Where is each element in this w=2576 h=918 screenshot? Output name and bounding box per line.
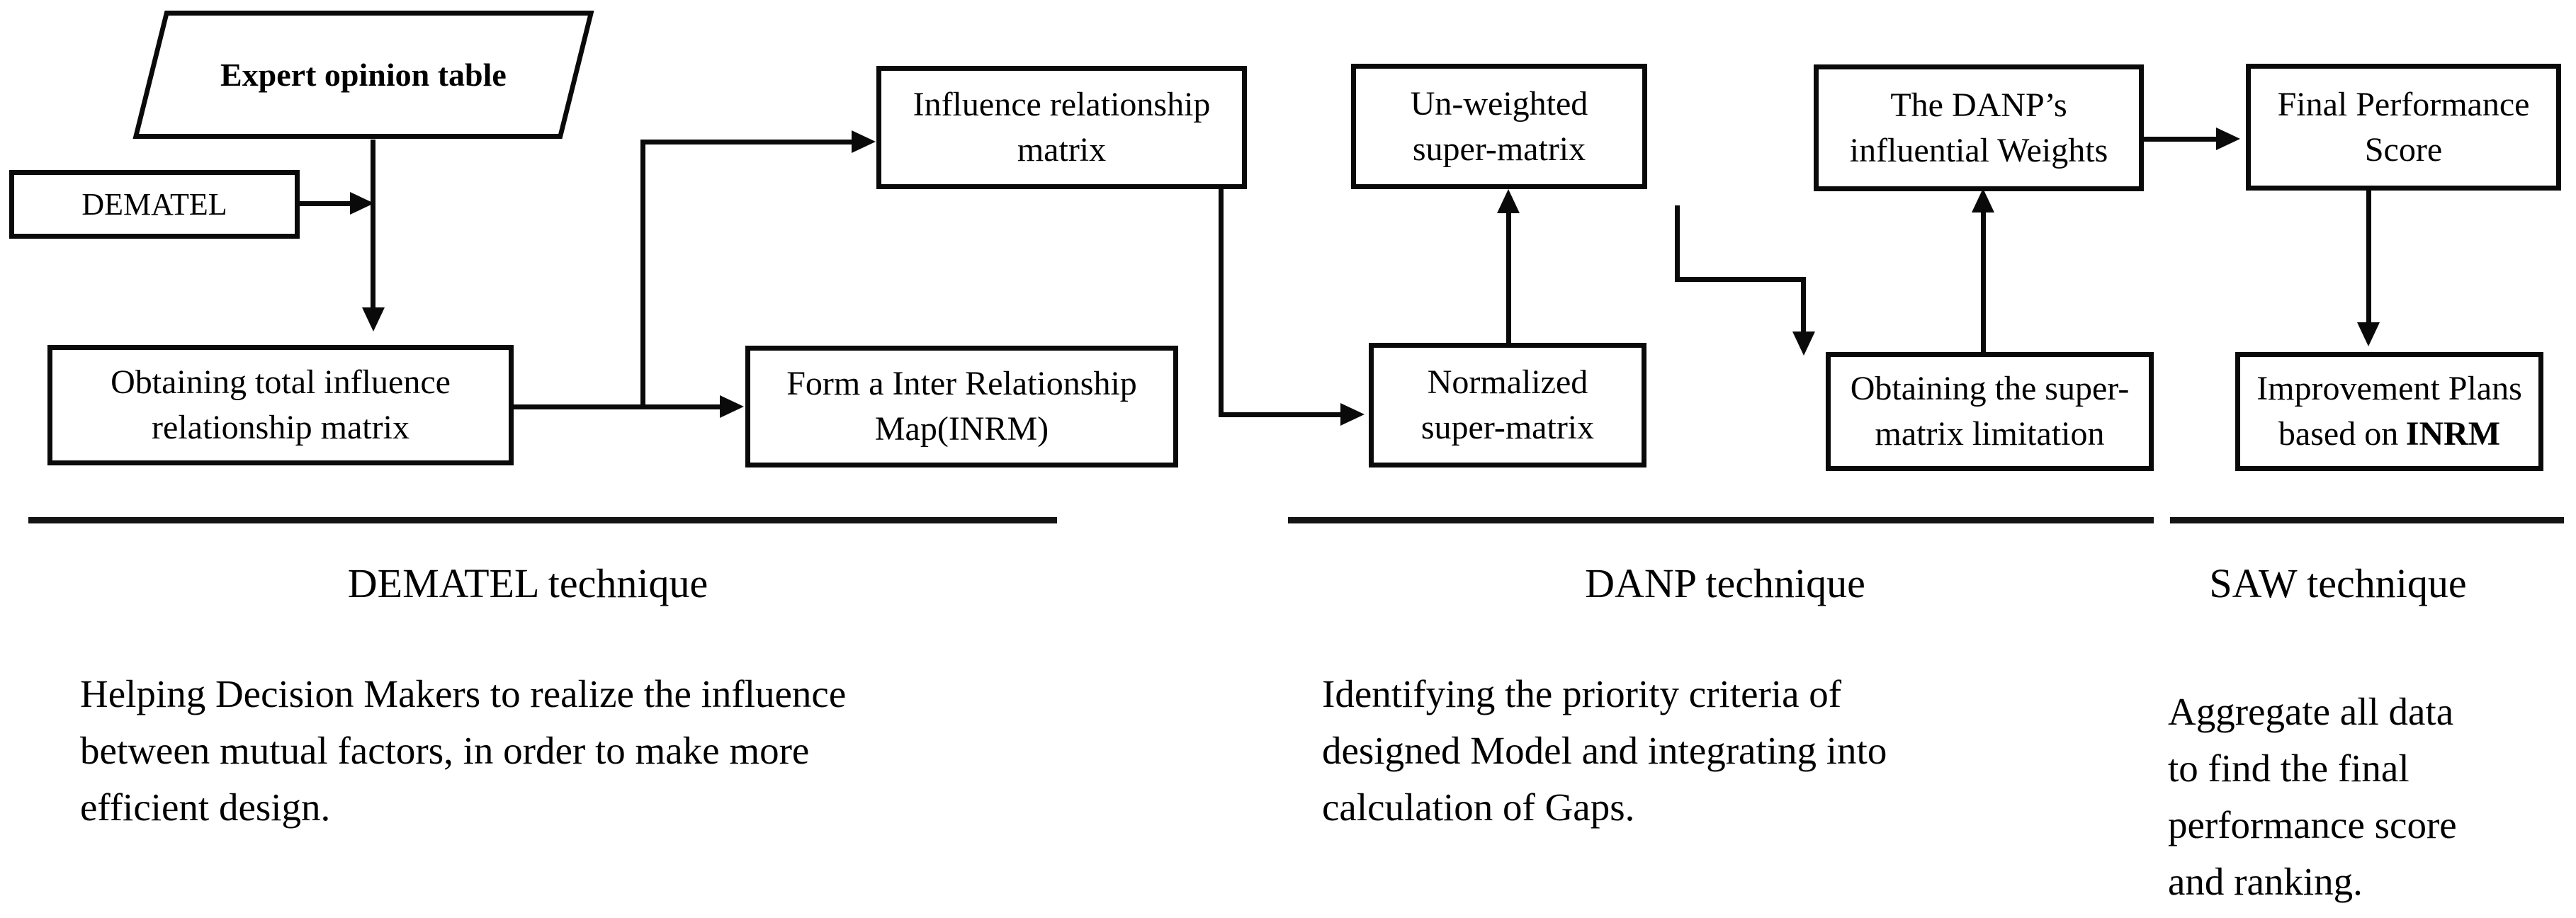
node-label: Expert opinion table	[220, 57, 507, 93]
section-label-dematel: DEMATEL technique	[347, 560, 708, 606]
connector-dematel-line	[300, 201, 351, 206]
node-final-performance-score: Final Performance Score	[2246, 64, 2561, 191]
node-label: Final Performance	[2277, 85, 2530, 123]
description-line: designed Model and integrating into	[1322, 729, 1887, 772]
connector-branch-up-line	[640, 140, 645, 409]
arrow-down-icon	[1792, 332, 1815, 356]
arrow-right-icon	[720, 395, 744, 418]
arrow-right-icon	[2216, 128, 2240, 150]
connector-normalized-to-unweighted-line	[1506, 212, 1511, 343]
connector-danp-to-final-line	[2144, 137, 2218, 142]
section-divider-dematel	[28, 517, 1057, 523]
connector-influence-down-line	[1219, 189, 1224, 417]
description-line: efficient design.	[80, 786, 331, 829]
section-label-danp: DANP technique	[1585, 560, 1865, 606]
connector-step-line-1	[1675, 205, 1680, 282]
node-label: influential Weights	[1849, 131, 2108, 169]
description-line: Helping Decision Makers to realize the i…	[80, 672, 847, 715]
node-label: Influence relationship	[913, 86, 1211, 123]
section-label-saw: SAW technique	[2209, 560, 2467, 606]
description-line: and ranking.	[2168, 860, 2363, 903]
arrow-up-icon	[1497, 189, 1520, 213]
description-line: between mutual factors, in order to make…	[80, 729, 810, 772]
connector-step-line-2	[1675, 277, 1806, 282]
connector-step-line-3	[1801, 277, 1806, 332]
section-divider-saw	[2170, 517, 2564, 523]
node-label: Map(INRM)	[874, 410, 1049, 448]
node-danp-influential-weights: The DANP’s influential Weights	[1814, 64, 2144, 191]
node-dematel: DEMATEL	[9, 170, 300, 239]
description-line: performance score	[2168, 803, 2457, 846]
arrow-right-icon	[852, 130, 876, 153]
arrow-down-icon	[2357, 322, 2380, 346]
node-normalized-super-matrix: Normalized super-matrix	[1369, 343, 1646, 468]
node-label: matrix limitation	[1875, 415, 2105, 453]
connector-to-influence-matrix-line	[640, 140, 854, 144]
node-label: super-matrix	[1420, 409, 1595, 446]
description-line: Aggregate all data	[2168, 690, 2454, 733]
node-label: DEMATEL	[81, 186, 227, 222]
node-label: The DANP’s	[1890, 86, 2067, 124]
node-influence-relationship-matrix: Influence relationship matrix	[876, 66, 1247, 189]
node-label: Un-weighted	[1410, 84, 1588, 123]
section-divider-danp	[1288, 517, 2154, 523]
node-unweighted-super-matrix: Un-weighted super-matrix	[1351, 64, 1647, 189]
section-description-danp: Identifying the priority criteria of des…	[1322, 666, 1887, 836]
node-obtaining-total-influence: Obtaining total influence relationship m…	[47, 345, 514, 465]
arrow-down-icon	[362, 307, 385, 332]
node-label: Improvement Plans	[2256, 370, 2522, 407]
description-line: calculation of Gaps.	[1322, 786, 1635, 829]
node-label: super-matrix	[1412, 130, 1586, 168]
connector-obtaining-to-inrm-line	[514, 404, 725, 409]
description-line: to find the final	[2168, 747, 2410, 790]
node-expert-opinion-table: Expert opinion table	[132, 11, 594, 139]
connector-expert-to-obtaining-line	[371, 140, 375, 307]
node-label: Obtaining total influence	[111, 363, 451, 401]
section-description-saw: Aggregate all data to find the final per…	[2168, 684, 2457, 910]
node-label: Obtaining the super-	[1850, 370, 2130, 407]
node-label-bold: INRM	[2405, 415, 2501, 453]
node-label-text: based on	[2278, 415, 2399, 453]
connector-limitation-to-danp-line	[1981, 211, 1986, 352]
arrow-up-icon	[1972, 188, 1994, 212]
node-label: Form a Inter Relationship	[786, 365, 1137, 402]
node-inrm-map: Form a Inter Relationship Map(INRM)	[745, 346, 1178, 468]
description-line: Identifying the priority criteria of	[1322, 672, 1842, 715]
connector-final-to-improvement-line	[2366, 191, 2371, 324]
node-label: relationship matrix	[152, 409, 409, 446]
node-label: Score	[2364, 130, 2443, 169]
node-label: Normalized	[1427, 363, 1588, 401]
arrow-right-icon	[350, 192, 374, 215]
node-super-matrix-limitation: Obtaining the super- matrix limitation	[1826, 352, 2154, 471]
section-description-dematel: Helping Decision Makers to realize the i…	[80, 666, 846, 836]
connector-to-normalized-line	[1219, 412, 1343, 417]
arrow-right-icon	[1340, 403, 1365, 426]
node-label: matrix	[1017, 131, 1107, 169]
